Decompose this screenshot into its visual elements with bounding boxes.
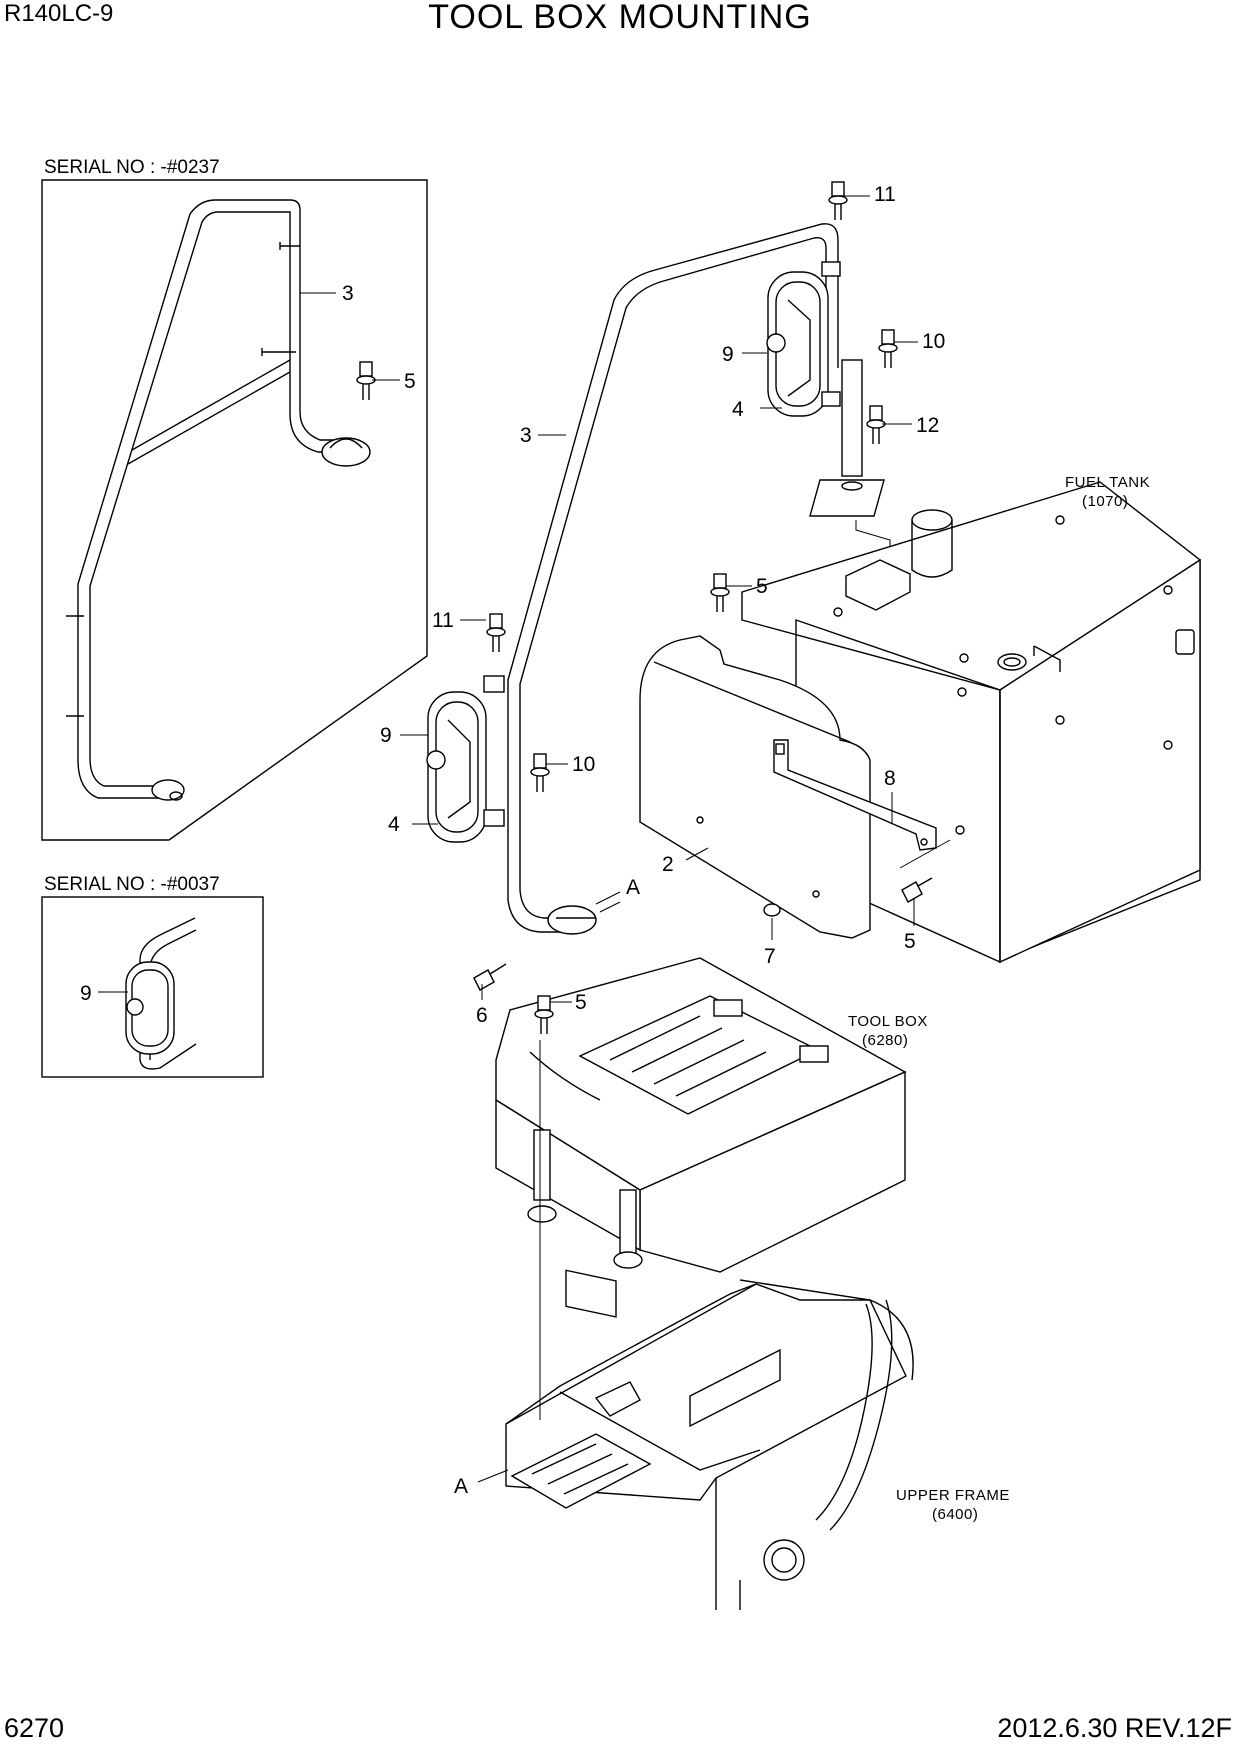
callout-11: 11 xyxy=(432,609,454,632)
callout-2: 2 xyxy=(662,853,674,876)
callout-6: 6 xyxy=(476,1004,488,1027)
alignment-line xyxy=(599,901,621,913)
callout-5: 5 xyxy=(756,575,768,598)
callout-A: A xyxy=(454,1475,468,1498)
callout-9: 9 xyxy=(722,343,734,366)
page-title: TOOL BOX MOUNTING xyxy=(428,0,812,36)
callout-5: 5 xyxy=(904,930,916,953)
callout-3: 3 xyxy=(342,282,354,305)
bolts xyxy=(473,181,933,1034)
callout-A: A xyxy=(626,876,640,899)
inset-serial-label: SERIAL NO : -#0037 xyxy=(44,874,220,895)
page-number: 6270 xyxy=(4,1713,65,1743)
callout-12: 12 xyxy=(916,414,939,437)
fuel-tank-code: (1070) xyxy=(1082,493,1128,510)
upper-frame-code: (6400) xyxy=(932,1506,978,1523)
cover-plate xyxy=(639,635,871,939)
callout-7: 7 xyxy=(764,945,776,968)
tool-box: TOOL BOX (6280) xyxy=(495,957,928,1318)
callout-4: 4 xyxy=(388,813,400,836)
callout-8: 8 xyxy=(884,767,896,790)
tool-box-name: TOOL BOX xyxy=(848,1013,928,1030)
callouts: 11 10 12 9 4 3 5 11 9 10 4 8 2 A 7 5 6 5 xyxy=(380,183,945,1498)
handrail-main xyxy=(507,223,839,935)
mirror-upper xyxy=(766,261,841,417)
mirror-old xyxy=(125,917,197,1070)
tool-box-code: (6280) xyxy=(862,1032,908,1049)
callout-5: 5 xyxy=(404,370,416,393)
fuel-tank-name: FUEL TANK xyxy=(1065,474,1150,491)
upper-frame: UPPER FRAME (6400) xyxy=(505,1279,1010,1610)
callout-11: 11 xyxy=(874,183,896,206)
inset-frame xyxy=(41,179,428,841)
callout-9: 9 xyxy=(80,982,92,1005)
mirror-lower xyxy=(426,675,505,843)
mirror-pole xyxy=(809,359,891,590)
bolt-5-inset xyxy=(356,361,376,400)
inset-serial-0037: SERIAL NO : -#0037 9 xyxy=(41,874,264,1078)
upper-frame-name: UPPER FRAME xyxy=(896,1487,1010,1504)
callout-3: 3 xyxy=(520,424,532,447)
callout-9: 9 xyxy=(380,724,392,747)
revision-date: 2012.6.30 REV.12F xyxy=(997,1713,1232,1743)
callout-5: 5 xyxy=(575,991,587,1014)
callout-10: 10 xyxy=(572,753,595,776)
inset-frame xyxy=(41,896,264,1078)
inset-serial-label: SERIAL NO : -#0237 xyxy=(44,157,220,178)
alignment-line xyxy=(899,839,951,869)
callout-4: 4 xyxy=(732,398,744,421)
grommet xyxy=(763,903,781,917)
model-number: R140LC-9 xyxy=(4,0,114,27)
handrail-old xyxy=(66,199,371,801)
fuel-tank: FUEL TANK (1070) xyxy=(741,474,1202,964)
inset-serial-0237: SERIAL NO : -#0237 3 5 xyxy=(41,157,428,841)
callout-10: 10 xyxy=(922,330,945,353)
